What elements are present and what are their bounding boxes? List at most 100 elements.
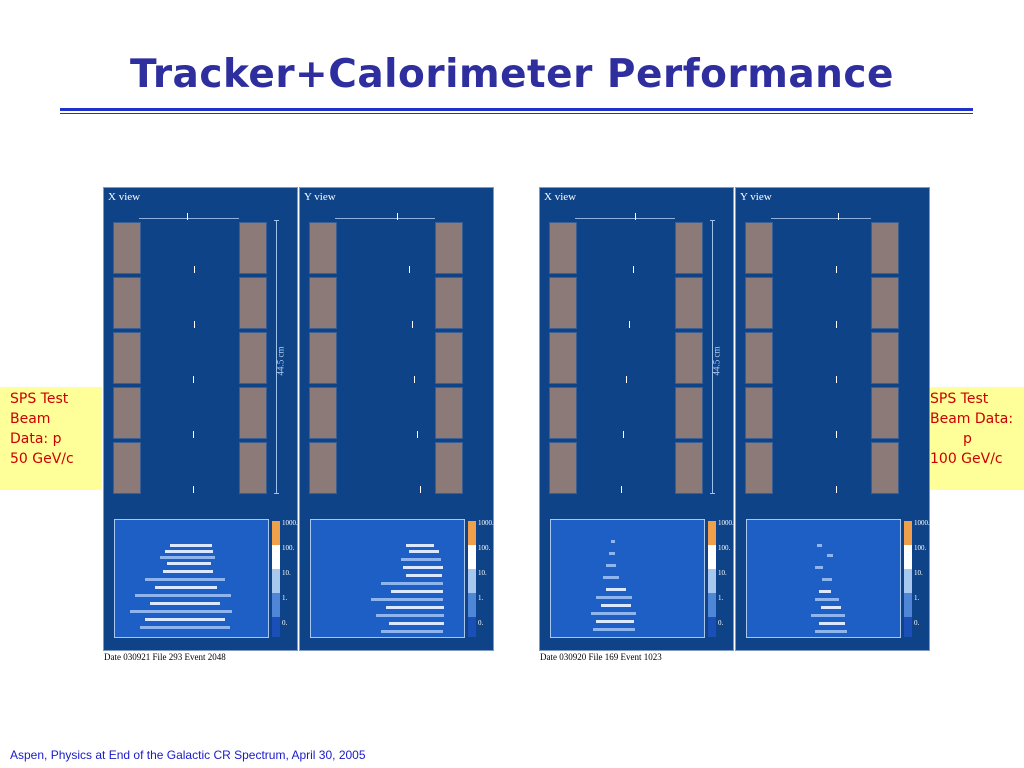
color-scale-label: 1. <box>914 594 920 602</box>
color-scale-label: 10. <box>914 569 923 577</box>
track-hit <box>836 321 837 328</box>
color-scale-label: 1. <box>282 594 288 602</box>
color-scale-label: 1. <box>478 594 484 602</box>
color-scale-label: 100. <box>478 544 491 552</box>
color-scale <box>904 545 912 569</box>
track-hit <box>414 376 415 383</box>
color-scale-label: 100. <box>718 544 731 552</box>
note-left-line: Data: p <box>10 431 62 447</box>
track-hit <box>635 213 636 220</box>
track-hit <box>397 213 398 220</box>
color-scale-label: 0. <box>914 619 920 627</box>
color-scale <box>468 569 476 593</box>
tracker-module <box>309 222 463 274</box>
color-scale <box>708 617 716 637</box>
tracker-module <box>309 442 463 494</box>
calorimeter-display <box>114 519 269 638</box>
tracker-top-line <box>139 218 239 219</box>
slide-footer: Aspen, Physics at End of the Galactic CR… <box>10 748 366 762</box>
tracker-module <box>549 332 703 384</box>
x-view-panel: X view 44.5 cm 1000. 100. <box>103 187 298 651</box>
color-scale-label: 10. <box>718 569 727 577</box>
scale-label: 44.5 cm <box>711 346 722 376</box>
track-hit <box>417 431 418 438</box>
tracker-module <box>745 387 899 439</box>
track-hit <box>836 376 837 383</box>
color-scale <box>272 617 280 637</box>
color-scale <box>904 521 912 545</box>
tracker-module <box>309 277 463 329</box>
tracker-module <box>113 442 267 494</box>
color-scale <box>708 545 716 569</box>
tracker-module <box>549 277 703 329</box>
tracker-module <box>745 442 899 494</box>
note-right-line: 100 GeV/c <box>930 451 1003 467</box>
color-scale-label: 1000. <box>718 519 734 527</box>
tracker-module <box>549 387 703 439</box>
note-right-line: SPS Test <box>930 391 989 407</box>
track-hit <box>623 431 624 438</box>
track-hit <box>838 213 839 220</box>
tracker-module <box>309 332 463 384</box>
track-hit <box>629 321 630 328</box>
track-hit <box>633 266 634 273</box>
slide-title: Tracker+Calorimeter Performance <box>130 52 894 97</box>
track-hit <box>626 376 627 383</box>
track-hit <box>194 266 195 273</box>
note-right: SPS Test Beam Data: p 100 GeV/c <box>921 387 1024 490</box>
color-scale-label: 1000. <box>914 519 930 527</box>
track-hit <box>193 486 194 493</box>
event-caption: Date 030921 File 293 Event 2048 <box>104 652 226 662</box>
calorimeter-display <box>550 519 705 638</box>
tracker-top-line <box>335 218 435 219</box>
tracker-module <box>113 222 267 274</box>
color-scale <box>272 521 280 545</box>
y-view-panel: Y view 1000. 100. 10. 1. 0. <box>735 187 930 651</box>
title-rule <box>60 108 973 111</box>
tracker-module <box>309 387 463 439</box>
tracker-module <box>745 332 899 384</box>
view-label: X view <box>108 191 141 203</box>
note-left: SPS Test Beam Data: p 50 GeV/c <box>0 387 102 490</box>
color-scale-label: 0. <box>718 619 724 627</box>
color-scale <box>272 545 280 569</box>
color-scale-label: 10. <box>478 569 487 577</box>
color-scale <box>468 545 476 569</box>
calorimeter-display <box>310 519 465 638</box>
color-scale <box>468 617 476 637</box>
view-label: X view <box>544 191 577 203</box>
note-left-line: 50 GeV/c <box>10 451 74 467</box>
track-hit <box>193 376 194 383</box>
note-right-line: Beam Data: <box>930 411 1014 427</box>
color-scale-label: 1. <box>718 594 724 602</box>
track-hit <box>621 486 622 493</box>
title-rule-thin <box>60 113 973 114</box>
track-hit <box>420 486 421 493</box>
event-caption: Date 030920 File 169 Event 1023 <box>540 652 662 662</box>
color-scale <box>904 617 912 637</box>
color-scale-label: 100. <box>914 544 927 552</box>
track-hit <box>836 266 837 273</box>
tracker-module <box>113 277 267 329</box>
color-scale <box>904 593 912 617</box>
note-right-line: p <box>963 431 972 447</box>
view-label: Y view <box>304 191 336 203</box>
calorimeter-display <box>746 519 901 638</box>
x-view-panel: X view 44.5 cm 1000. 100. 10. 1. <box>539 187 734 651</box>
tracker-module <box>745 277 899 329</box>
note-left-line: Beam <box>10 411 51 427</box>
track-hit <box>194 321 195 328</box>
track-hit <box>836 486 837 493</box>
color-scale-label: 1000. <box>478 519 494 527</box>
color-scale <box>272 569 280 593</box>
color-scale <box>904 569 912 593</box>
track-hit <box>412 321 413 328</box>
tracker-module <box>549 442 703 494</box>
y-view-panel: Y view 1000. 100. 10. 1. 0 <box>299 187 494 651</box>
tracker-top-line <box>771 218 871 219</box>
track-hit <box>187 213 188 220</box>
color-scale-label: 100. <box>282 544 295 552</box>
scale-bar <box>274 220 279 494</box>
scale-bar <box>710 220 715 494</box>
tracker-top-line <box>575 218 675 219</box>
